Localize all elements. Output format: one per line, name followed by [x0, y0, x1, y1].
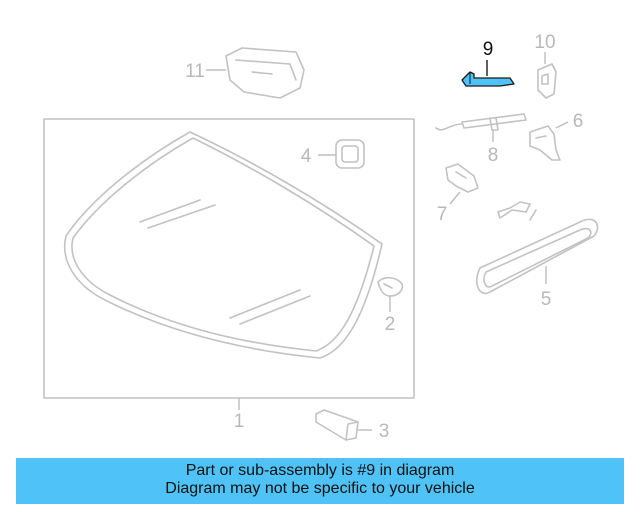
callout-1[interactable]: 1	[234, 411, 245, 432]
leader-7	[449, 191, 461, 205]
windshield-part-1[interactable]	[43, 118, 415, 399]
module-part-11[interactable]	[225, 47, 305, 99]
callout-8[interactable]: 8	[488, 145, 499, 166]
callout-2[interactable]: 2	[385, 314, 396, 335]
banner-line-2: Diagram may not be specific to your vehi…	[165, 480, 475, 497]
mirror-part-5[interactable]	[475, 201, 599, 295]
callout-10[interactable]: 10	[534, 32, 555, 53]
callout-6[interactable]: 6	[573, 111, 584, 132]
callout-11[interactable]: 11	[185, 61, 205, 82]
harness-part-8[interactable]	[435, 113, 527, 131]
cover-part-10[interactable]	[537, 63, 557, 99]
callout-7[interactable]: 7	[437, 204, 448, 225]
info-banner: Part or sub-assembly is #9 in diagram Di…	[16, 458, 624, 504]
callout-4[interactable]: 4	[301, 146, 312, 167]
trim-part-3[interactable]	[315, 409, 359, 441]
cover-part-6[interactable]	[529, 125, 561, 161]
callout-3[interactable]: 3	[379, 421, 390, 442]
bracket-part-4[interactable]	[335, 139, 365, 169]
banner-line-1: Part or sub-assembly is #9 in diagram	[185, 462, 455, 479]
sensor-part-9[interactable]	[461, 71, 515, 87]
cover-part-7[interactable]	[445, 163, 479, 193]
leader-6	[555, 121, 569, 129]
callout-5[interactable]: 5	[541, 289, 552, 310]
callout-9[interactable]: 9	[483, 39, 494, 60]
clip-part-2[interactable]	[377, 276, 404, 297]
